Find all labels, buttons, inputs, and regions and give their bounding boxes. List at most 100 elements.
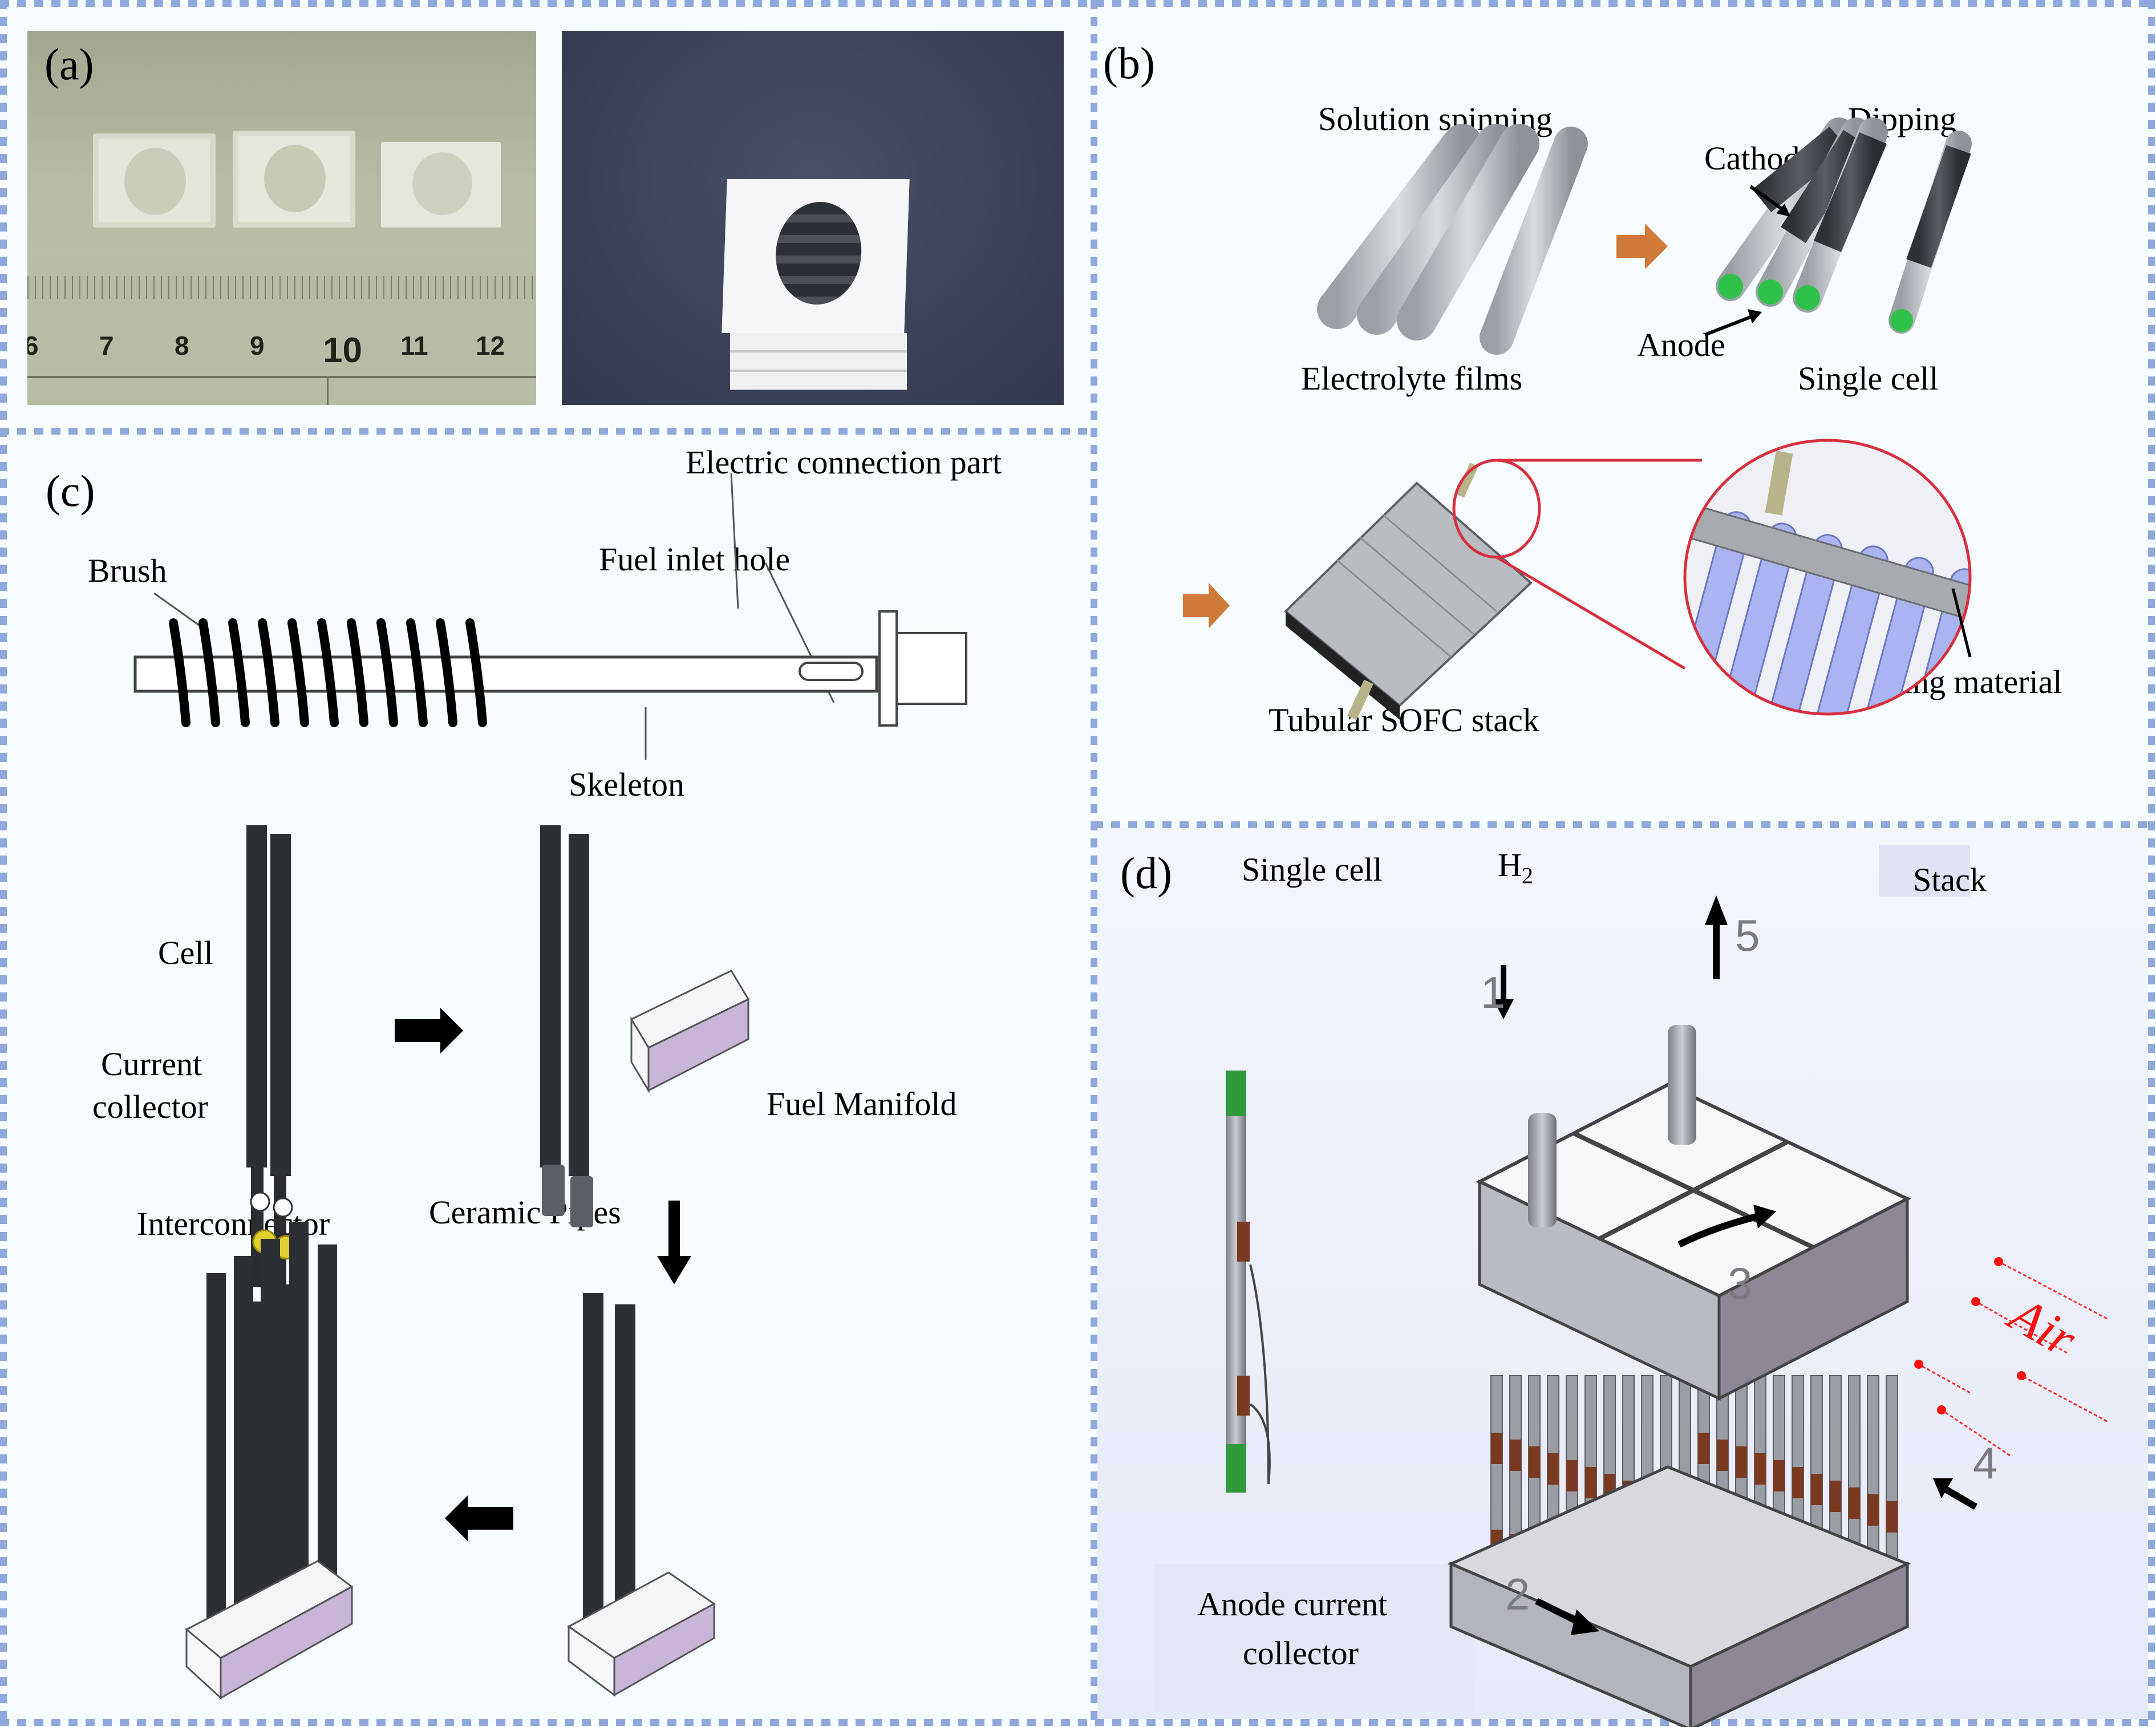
current-path-arrow <box>1249 1403 1271 1485</box>
assembled-bundle <box>185 1222 354 1700</box>
copper-band <box>1773 1460 1785 1491</box>
copper-band <box>1736 1446 1747 1478</box>
stack-label-box <box>1879 845 1970 897</box>
copper-band <box>1792 1467 1804 1498</box>
step-numbers: 1 2 3 4 5 <box>1481 910 1997 1619</box>
ruler-number: 12 <box>476 331 505 360</box>
brush-loop <box>198 618 220 727</box>
copper-band <box>1811 1474 1822 1505</box>
ceramic-pipe <box>542 1165 565 1216</box>
panel-b: (b) Solution spinning Dipping Cathode An… <box>1097 7 2148 821</box>
label-electric-connection-part: Electric connection part <box>686 444 1002 481</box>
copper-band <box>1566 1460 1578 1491</box>
cell-tube <box>569 834 589 1176</box>
top-manifold <box>1476 1083 1911 1401</box>
copper-band <box>1529 1446 1540 1478</box>
divider-vertical <box>1091 0 1097 1727</box>
ceramic-plate-3 <box>381 142 501 228</box>
step-number-2: 2 <box>1505 1569 1530 1619</box>
label-single-cell-b: Single cell <box>1798 360 1939 397</box>
single-cell-tubes <box>1716 117 1972 334</box>
zoomed-sealing-detail <box>1683 439 1972 716</box>
panel-d-drawing: 1 2 3 4 5 <box>1226 895 2108 1727</box>
cathode-pointer <box>1749 185 1788 214</box>
brush-loop <box>287 618 309 727</box>
panel-label-a: (a) <box>44 39 94 89</box>
electric-connection-end <box>895 632 967 705</box>
anode-cc-label-box <box>1154 1564 1474 1712</box>
brush-loop <box>258 618 279 727</box>
label-brush: Brush <box>88 552 167 589</box>
stack-cube-window <box>774 202 864 305</box>
label-fuel-inlet-hole: Fuel inlet hole <box>599 541 791 578</box>
anode-end <box>1718 274 1743 299</box>
label-electrolyte-films: Electrolyte films <box>1301 360 1523 397</box>
flow-arrow-3 <box>1677 1213 1760 1248</box>
label-h2: H2 <box>1498 849 1533 887</box>
step-number-3: 3 <box>1728 1258 1752 1308</box>
cell-tube <box>246 825 267 1167</box>
copper-band <box>1886 1501 1898 1533</box>
fuel-manifold <box>630 970 750 1094</box>
cell-tube <box>270 834 291 1176</box>
ceramic-frame-1 <box>93 133 216 228</box>
anode-pointer <box>1704 313 1757 337</box>
copper-band <box>1830 1481 1841 1512</box>
label-fuel-manifold: Fuel Manifold <box>767 1085 957 1122</box>
anode-end <box>1890 309 1913 332</box>
process-arrow-2 <box>1183 583 1230 629</box>
anode-end <box>1758 279 1783 305</box>
flow-arrow-4 <box>1939 1483 1978 1510</box>
electric-connection-flange <box>878 610 898 727</box>
air-arrow-head <box>1914 1360 1923 1369</box>
air-arrow <box>2021 1375 2108 1422</box>
border-top <box>0 0 2156 7</box>
label-current-collector-2: collector <box>92 1088 208 1125</box>
fuel-inlet-hole <box>799 662 864 681</box>
h2-subscript: 2 <box>1521 862 1533 889</box>
ceramic-pipe <box>570 1176 593 1227</box>
exhaust-pipe <box>1668 1025 1696 1145</box>
ruler-number: 10 <box>323 331 362 370</box>
copper-band <box>1491 1433 1502 1464</box>
step-number-1: 1 <box>1481 967 1505 1017</box>
step-number-5: 5 <box>1735 910 1760 960</box>
label-skeleton: Skeleton <box>569 766 684 803</box>
air-arrow-head <box>1994 1257 2003 1266</box>
ceramic-frame-2 <box>233 131 355 228</box>
copper-band <box>1510 1440 1521 1471</box>
label-current-collector-1: Current <box>101 1045 202 1083</box>
h2-base: H <box>1498 846 1522 883</box>
stack-cube-layers <box>730 333 907 390</box>
brush-loop <box>317 618 339 727</box>
single-cell-tube <box>1226 1071 1271 1493</box>
h2-inlet-pipe <box>1528 1113 1557 1227</box>
electrolyte-tubes <box>1183 117 1972 720</box>
copper-band <box>1237 1222 1250 1262</box>
brush-coil <box>169 618 487 727</box>
copper-band <box>1717 1440 1728 1471</box>
border-right <box>2148 0 2155 1727</box>
electrolyte-tube <box>1397 124 1539 340</box>
step-arrow-left <box>445 1495 513 1541</box>
ruler-number: 6 <box>27 331 39 360</box>
label-tubular-sofc-stack: Tubular SOFC stack <box>1269 702 1539 739</box>
brush-loop <box>228 618 250 727</box>
anode-end-top <box>1226 1071 1246 1116</box>
label-anode-current-collector-2: collector <box>1243 1635 1359 1672</box>
copper-band <box>1237 1376 1250 1416</box>
brush-loop <box>347 618 368 727</box>
panel-c-drawing <box>133 473 967 1700</box>
panel-label-d: (d) <box>1120 848 1172 898</box>
label-cell: Cell <box>158 934 213 971</box>
panel-d: (d) Single cell H2 Stack Air Anode curre… <box>1097 828 2148 1727</box>
brush-skeleton-diagram <box>133 473 967 760</box>
electrolyte-tube <box>1357 124 1517 335</box>
brush-loop <box>169 618 191 727</box>
ruler-number: 9 <box>250 331 265 360</box>
cell-tube <box>583 1293 603 1641</box>
anode-end <box>1795 285 1820 310</box>
